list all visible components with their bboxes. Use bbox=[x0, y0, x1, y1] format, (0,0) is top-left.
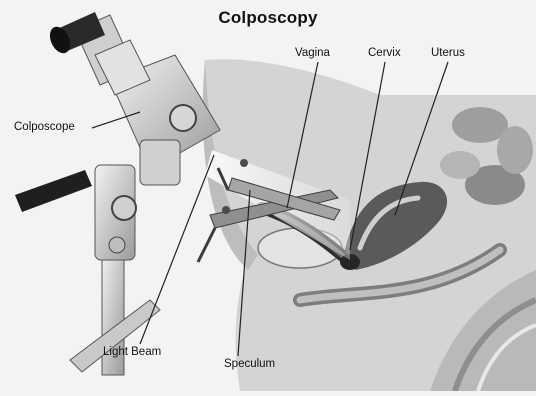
label-cervix: Cervix bbox=[368, 47, 401, 59]
label-speculum: Speculum bbox=[224, 358, 275, 370]
diagram-title: Colposcopy bbox=[0, 8, 536, 28]
label-uterus: Uterus bbox=[431, 47, 465, 59]
anatomy-cross-section bbox=[203, 59, 536, 391]
label-colposcope: Colposcope bbox=[14, 121, 75, 133]
colposcope-icon bbox=[15, 12, 220, 375]
label-light-beam: Light Beam bbox=[103, 346, 161, 358]
label-vagina: Vagina bbox=[295, 47, 330, 59]
